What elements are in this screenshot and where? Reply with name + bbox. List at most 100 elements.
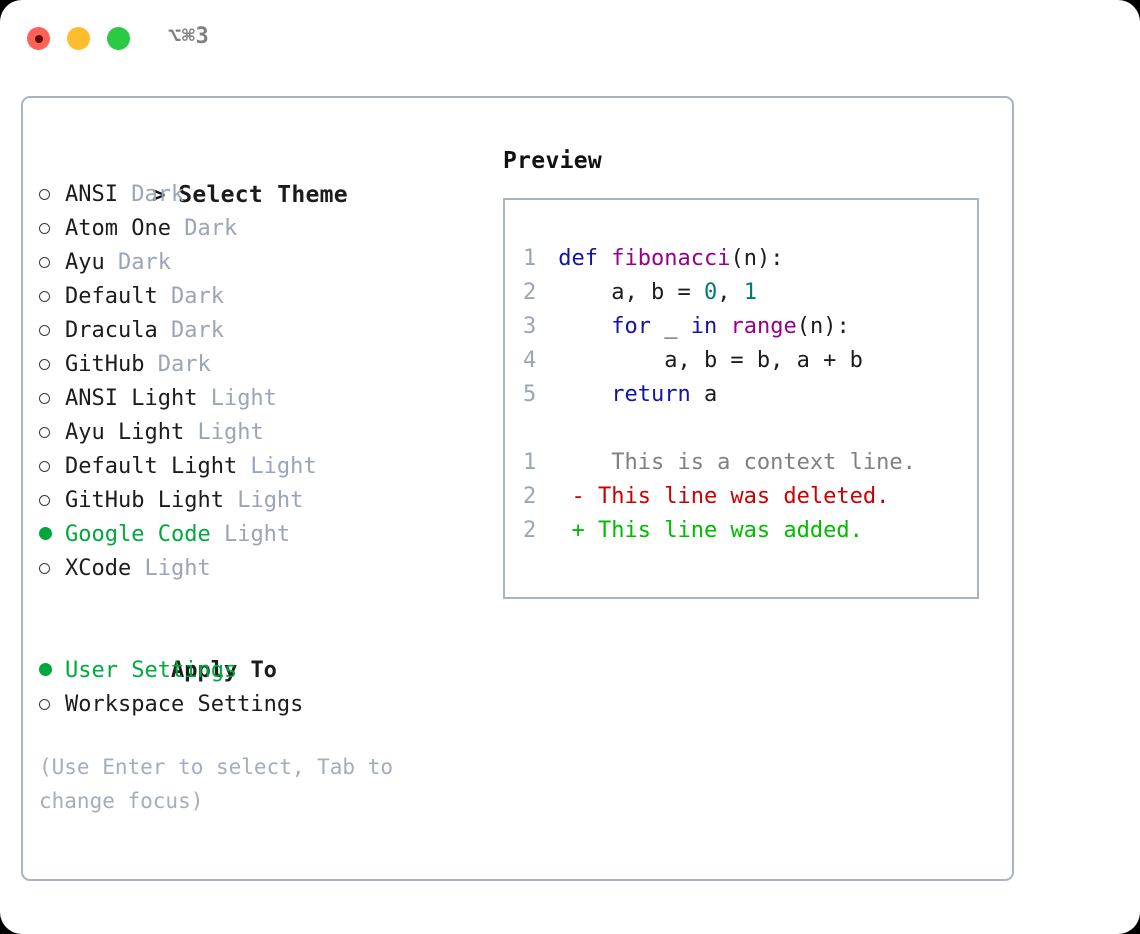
radio-dot: [39, 461, 50, 472]
theme-name: Default: [65, 284, 158, 309]
radio-selected-icon[interactable]: [39, 654, 65, 688]
radio-dot: [39, 325, 50, 336]
prompt-caret-icon: >: [152, 183, 166, 208]
theme-name: Ayu: [65, 250, 105, 275]
theme-list-item[interactable]: Ayu Light Light: [39, 416, 479, 450]
code-token: (n):: [730, 246, 784, 271]
line-number: 5: [523, 382, 537, 407]
code-diff-separator: [523, 412, 977, 446]
code-token: [558, 314, 611, 339]
radio-dot: [39, 495, 50, 506]
radio-unselected-icon[interactable]: [39, 212, 65, 246]
theme-name: GitHub: [65, 352, 145, 377]
theme-list-item[interactable]: GitHub Dark: [39, 348, 479, 382]
radio-unselected-icon[interactable]: [39, 178, 65, 212]
code-token: return: [611, 382, 691, 407]
code-token: range: [730, 314, 797, 339]
code-token: (n):: [796, 314, 850, 339]
radio-dot: [39, 359, 50, 370]
apply-to-item[interactable]: Workspace Settings: [39, 688, 479, 722]
theme-name: Ayu Light: [65, 420, 185, 445]
code-token: def: [558, 246, 612, 271]
diff-line: 2 + This line was added.: [523, 514, 977, 548]
theme-list-item[interactable]: Atom One Dark: [39, 212, 479, 246]
code-token: [558, 382, 611, 407]
line-number: 3: [523, 314, 537, 339]
code-line: 4 a, b = b, a + b: [523, 344, 977, 378]
diff-sample: 1 This is a context line.2 - This line w…: [523, 446, 977, 548]
line-number: 2: [523, 484, 537, 509]
line-number: 1: [523, 450, 537, 475]
preview-column: Preview 1 def fibonacci(n):2 a, b = 0, 1…: [503, 144, 993, 599]
radio-dot: [39, 663, 52, 676]
theme-list-item[interactable]: Google Code Light: [39, 518, 479, 552]
radio-dot: [39, 291, 50, 302]
apply-to-header: Apply To: [39, 620, 479, 683]
diff-line: 2 - This line was deleted.: [523, 480, 977, 514]
code-token: ,: [717, 280, 744, 305]
theme-list-item[interactable]: ANSI Light Light: [39, 382, 479, 416]
code-line: 2 a, b = 0, 1: [523, 276, 977, 310]
radio-unselected-icon[interactable]: [39, 688, 65, 722]
code-line: 3 for _ in range(n):: [523, 310, 977, 344]
theme-name: Google Code: [65, 522, 211, 547]
radio-unselected-icon[interactable]: [39, 382, 65, 416]
close-button[interactable]: [27, 27, 50, 50]
apply-to-item[interactable]: User Settings: [39, 654, 479, 688]
theme-list-item[interactable]: Default Dark: [39, 280, 479, 314]
preview-title: Preview: [503, 148, 603, 174]
theme-picker-header: > Select Theme: [39, 144, 479, 208]
keyboard-hint: (Use Enter to select, Tab to change focu…: [39, 755, 406, 813]
radio-unselected-icon[interactable]: [39, 484, 65, 518]
radio-unselected-icon[interactable]: [39, 416, 65, 450]
theme-name: GitHub Light: [65, 488, 224, 513]
theme-variant-badge: Light: [197, 386, 277, 411]
theme-list-item[interactable]: GitHub Light Light: [39, 484, 479, 518]
title-bar: ⌥⌘3: [0, 0, 1140, 78]
theme-list-item[interactable]: XCode Light: [39, 552, 479, 586]
theme-variant-badge: Light: [237, 454, 317, 479]
radio-unselected-icon[interactable]: [39, 314, 65, 348]
theme-list-item[interactable]: Ayu Dark: [39, 246, 479, 280]
theme-name: ANSI: [65, 182, 118, 207]
theme-variant-badge: Light: [223, 488, 304, 513]
radio-unselected-icon[interactable]: [39, 280, 65, 314]
radio-unselected-icon[interactable]: [39, 348, 65, 382]
apply-to-label: Apply To: [170, 658, 277, 683]
radio-selected-icon[interactable]: [39, 518, 65, 552]
radio-unselected-icon[interactable]: [39, 552, 65, 586]
radio-dot: [39, 189, 50, 200]
radio-dot: [39, 563, 50, 574]
maximize-button[interactable]: [107, 27, 130, 50]
theme-list-item[interactable]: ANSI Dark: [39, 178, 479, 212]
code-token: a, b = b, a + b: [558, 348, 863, 373]
theme-name: XCode: [65, 556, 132, 581]
theme-variant-badge: Dark: [117, 182, 185, 207]
page-title: Select Theme: [178, 182, 348, 208]
theme-variant-badge: Dark: [144, 352, 211, 377]
window-title: ⌥⌘3: [168, 24, 210, 49]
theme-variant-badge: Dark: [170, 216, 238, 241]
theme-list-item[interactable]: Default Light Light: [39, 450, 479, 484]
theme-list-item[interactable]: Dracula Dark: [39, 314, 479, 348]
radio-unselected-icon[interactable]: [39, 246, 65, 280]
theme-variant-badge: Light: [184, 420, 264, 445]
theme-name: Dracula: [65, 318, 158, 343]
diff-text: - This line was deleted.: [545, 484, 890, 509]
diff-line: 1 This is a context line.: [523, 446, 977, 480]
code-token: a: [690, 382, 718, 407]
minimize-button[interactable]: [67, 27, 90, 50]
apply-to-name: Workspace Settings: [65, 692, 304, 717]
code-token: 0: [703, 280, 718, 305]
line-number: 1: [523, 246, 537, 271]
code-token: a, b =: [558, 280, 704, 305]
theme-variant-badge: Dark: [157, 318, 224, 343]
diff-text: This is a context line.: [545, 450, 916, 475]
radio-unselected-icon[interactable]: [39, 450, 65, 484]
code-token: fibonacci: [611, 246, 731, 271]
theme-variant-badge: Dark: [104, 250, 171, 275]
